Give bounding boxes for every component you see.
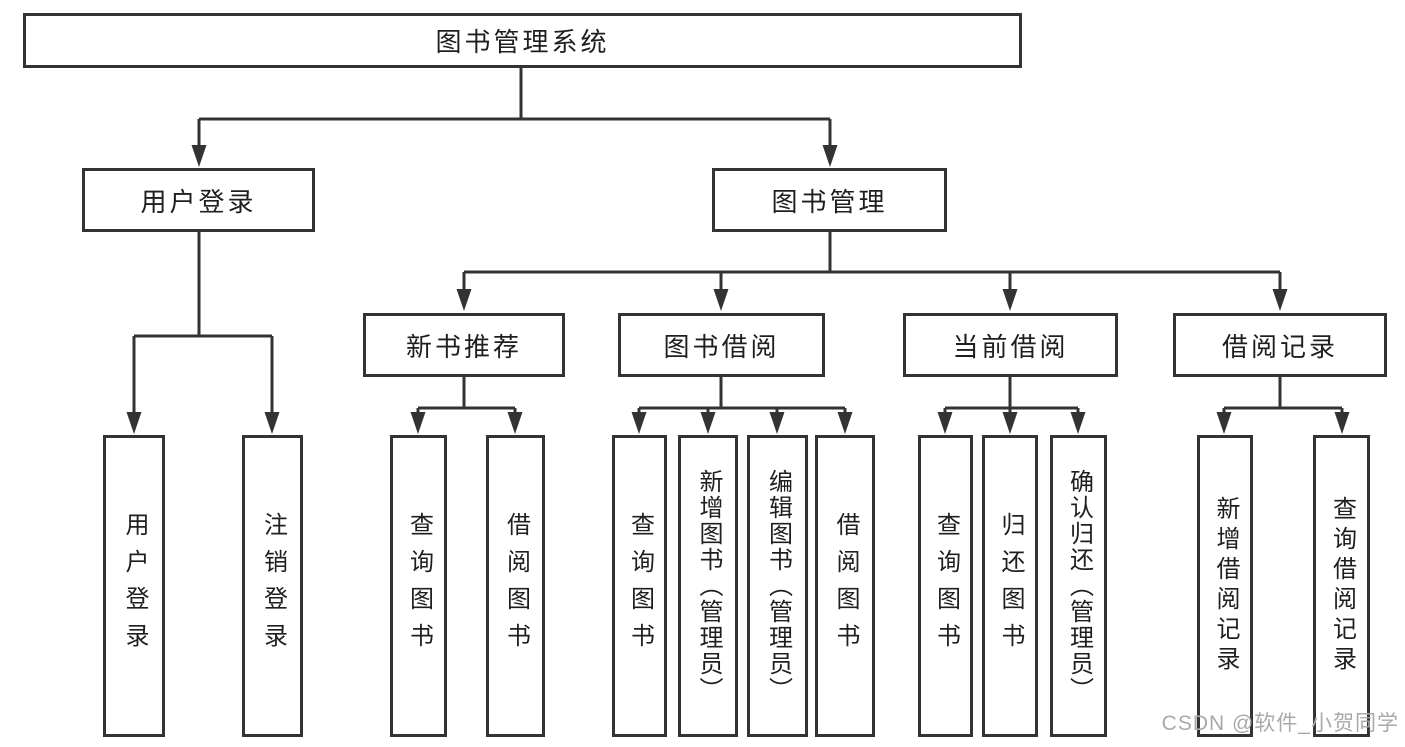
arrowhead-icons	[126, 145, 1350, 434]
node-borrow-records: 借阅记录	[1173, 313, 1387, 377]
leaf-label: 借阅图书	[832, 512, 859, 660]
node-book-borrow-label: 图书借阅	[663, 331, 780, 362]
node-new-book-recommend-label: 新书推荐	[405, 331, 522, 362]
leaf-label: 查询借阅记录	[1328, 496, 1356, 676]
node-root: 图书管理系统	[23, 13, 1022, 68]
leaf-recommend-query-books: 查询图书	[390, 435, 447, 737]
leaf-label: 借阅图书	[502, 512, 530, 660]
node-new-book-recommend: 新书推荐	[363, 313, 565, 377]
leaf-add-books-admin: 新增图书（管理员）	[678, 435, 738, 737]
leaf-return-books: 归还图书	[982, 435, 1038, 737]
node-current-borrow-label: 当前借阅	[952, 331, 1069, 362]
leaf-label: 注销登录	[259, 512, 287, 660]
leaf-borrow-books: 借阅图书	[815, 435, 875, 737]
leaf-label: 新增借阅记录	[1212, 496, 1239, 676]
leaf-logout: 注销登录	[242, 435, 303, 737]
leaf-label: 编辑图书（管理员）	[764, 469, 792, 703]
leaf-confirm-return-admin: 确认归还（管理员）	[1050, 435, 1107, 737]
leaf-label: 查询图书	[626, 512, 654, 660]
node-book-borrow: 图书借阅	[618, 313, 825, 377]
leaf-borrow-query-books: 查询图书	[612, 435, 667, 737]
leaf-edit-books-admin: 编辑图书（管理员）	[747, 435, 808, 737]
leaf-label: 归还图书	[997, 512, 1024, 660]
leaf-query-borrow-record: 查询借阅记录	[1313, 435, 1370, 737]
node-book-management-label: 图书管理	[771, 186, 888, 217]
leaf-label: 查询图书	[405, 512, 433, 660]
node-borrow-records-label: 借阅记录	[1221, 331, 1338, 362]
leaf-label: 查询图书	[932, 512, 960, 660]
leaf-label: 确认归还（管理员）	[1065, 469, 1093, 703]
leaf-label: 用户登录	[121, 512, 148, 660]
leaf-recommend-borrow-books: 借阅图书	[486, 435, 545, 737]
leaf-label: 新增图书（管理员）	[695, 469, 722, 703]
leaf-current-query-books: 查询图书	[918, 435, 973, 737]
node-root-label: 图书管理系统	[435, 27, 610, 57]
node-current-borrow: 当前借阅	[903, 313, 1118, 377]
node-user-login-label: 用户登录	[140, 186, 257, 217]
leaf-add-borrow-record: 新增借阅记录	[1197, 435, 1253, 737]
node-user-login: 用户登录	[82, 168, 315, 232]
node-book-management: 图书管理	[712, 168, 947, 232]
leaf-user-login: 用户登录	[103, 435, 165, 737]
